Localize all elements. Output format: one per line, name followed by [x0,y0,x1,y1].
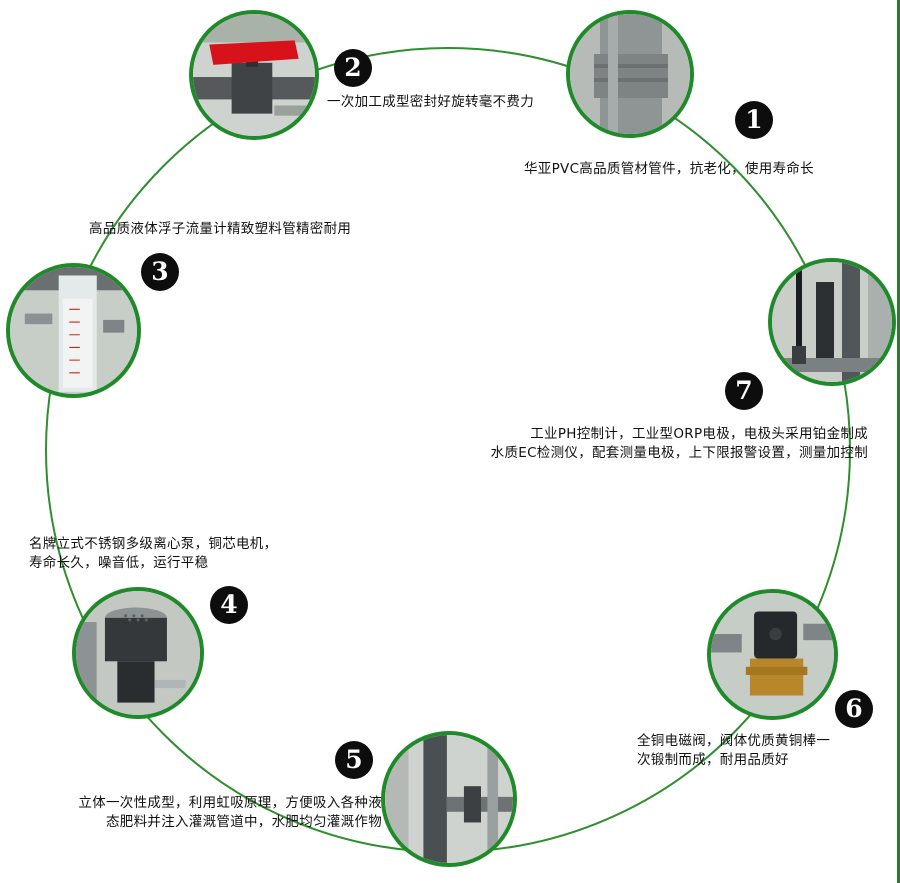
caption-line: 一次加工成型密封好旋转毫不费力 [327,94,534,110]
photo-solenoid-valve [707,589,838,720]
caption-feature-2: 一次加工成型密封好旋转毫不费力 [327,93,534,112]
photo-flowmeter [6,263,141,398]
photo-ph-electrode [768,258,896,386]
caption-line: 高品质液体浮子流量计精致塑料管精密耐用 [89,221,352,237]
caption-feature-3: 高品质液体浮子流量计精致塑料管精密耐用 [89,220,351,239]
caption-feature-7: 工业PH控制计，工业型ORP电极，电极头采用铂金制成 水质EC检测仪，配套测量电… [402,425,868,463]
caption-line: 工业PH控制计，工业型ORP电极，电极头采用铂金制成 [530,426,868,442]
photo-pvc-pipe-fitting [566,10,694,138]
badge-number-4: 4 [210,586,248,624]
photo-ball-valve [189,10,319,140]
badge-number-5: 5 [335,741,373,779]
caption-feature-4: 名牌立式不锈钢多级离心泵，铜芯电机， 寿命长久，噪音低，运行平稳 [29,535,277,573]
caption-line: 名牌立式不锈钢多级离心泵，铜芯电机， [29,536,278,552]
badge-number-6: 6 [835,690,873,728]
badge-number-2: 2 [334,49,372,87]
caption-line: 次锻制而成，耐用品质好 [637,752,789,768]
caption-line: 寿命长久，噪音低，运行平稳 [29,555,209,571]
caption-line: 立体一次性成型，利用虹吸原理，方便吸入各种液 [78,795,382,811]
caption-line: 水质EC检测仪，配套测量电极，上下限报警设置，测量加控制 [490,445,868,461]
photo-fertilizer-injector [381,731,517,867]
caption-line: 态肥料并注入灌溉管道中，水肥均匀灌溉作物 [106,814,382,830]
badge-number-1: 1 [735,101,773,139]
badge-number-3: 3 [141,253,179,291]
caption-line: 全铜电磁阀，阀体优质黄铜棒一 [637,733,831,749]
caption-line: 华亚PVC高品质管材管件，抗老化，使用寿命长 [524,161,814,177]
caption-feature-6: 全铜电磁阀，阀体优质黄铜棒一 次锻制而成，耐用品质好 [637,732,830,770]
badge-number-7: 7 [725,372,763,410]
photo-centrifugal-pump [72,587,204,719]
caption-feature-5: 立体一次性成型，利用虹吸原理，方便吸入各种液 态肥料并注入灌溉管道中，水肥均匀灌… [8,794,382,832]
caption-feature-1: 华亚PVC高品质管材管件，抗老化，使用寿命长 [524,160,814,179]
right-edge-line [897,0,900,883]
